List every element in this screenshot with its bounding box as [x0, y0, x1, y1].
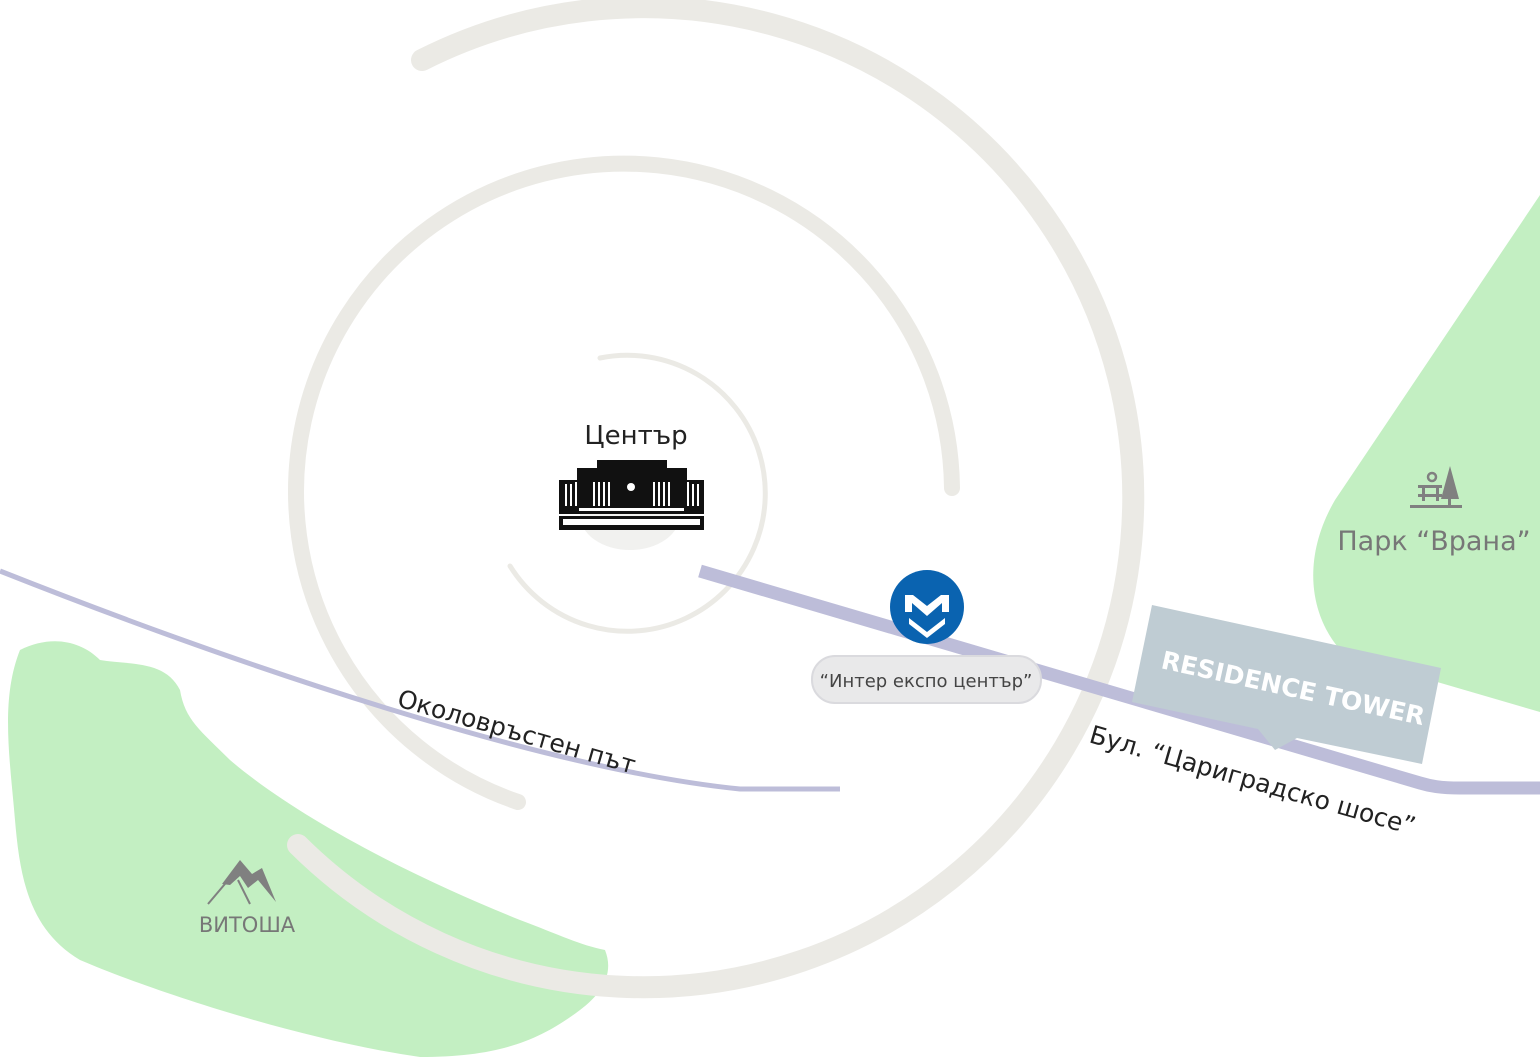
tsarigradsko-road — [698, 564, 1540, 795]
metro-station-badge[interactable]: “Интер експо център” — [811, 655, 1042, 704]
ndk-building-icon — [559, 460, 704, 530]
mountain-icon — [207, 860, 276, 905]
center-label: Център — [584, 421, 687, 451]
outer-ring — [287, 0, 1145, 999]
inner-ring — [507, 352, 768, 634]
ring-road — [0, 568, 840, 792]
middle-ring — [288, 155, 960, 810]
metro-station-label: “Интер експо център” — [820, 671, 1033, 692]
residence-tower-marker[interactable]: RESIDENCE TOWER — [1132, 605, 1441, 764]
park-bench-tree-icon — [1410, 466, 1462, 508]
park-vrana-area — [1313, 195, 1540, 712]
metro-icon[interactable] — [890, 570, 964, 644]
park-label: Парк “Врана” — [1337, 526, 1530, 557]
mountain-label: ВИТОША — [199, 913, 296, 937]
